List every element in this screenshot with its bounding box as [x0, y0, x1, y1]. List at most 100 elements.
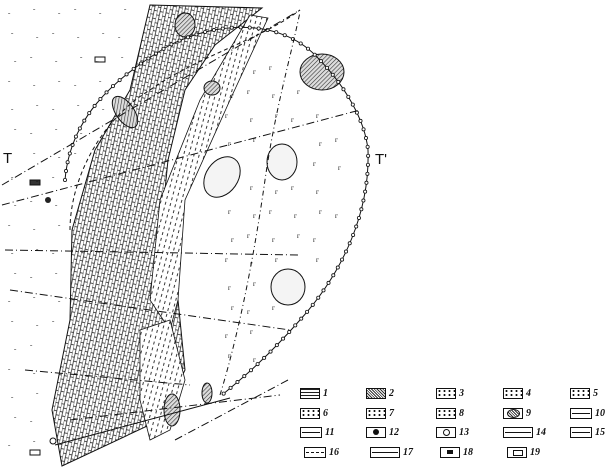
v-mark: ˇ — [33, 372, 36, 380]
v-mark: ˇ — [30, 344, 33, 352]
bead — [77, 126, 82, 131]
r-mark: ᴦ — [253, 136, 256, 144]
legend-number: 15 — [595, 427, 605, 438]
brick-hatch-icon — [300, 388, 320, 399]
r-mark: ᴦ — [225, 256, 228, 264]
bead — [67, 151, 72, 156]
v-mark: ˇ — [11, 108, 14, 116]
r-mark: ᴦ — [250, 116, 253, 124]
legend-item: 17 — [370, 447, 413, 458]
bead — [268, 349, 273, 354]
v-mark: ˇ — [14, 128, 17, 136]
sparse-dots-icon — [570, 388, 590, 399]
bead — [306, 46, 311, 51]
inner-boundary — [219, 11, 301, 396]
r-mark: ᴦ — [225, 332, 228, 340]
bead — [321, 288, 326, 293]
bead — [110, 84, 115, 89]
r-mark: ᴦ — [231, 92, 234, 100]
v-mark: ˇ — [55, 272, 58, 280]
bead — [363, 136, 368, 141]
v-mark: ˇ — [33, 228, 36, 236]
bead — [229, 25, 234, 30]
bead — [365, 162, 370, 167]
bead — [87, 111, 92, 116]
v-mark: ˇ — [36, 36, 39, 44]
v-mark: ˇ — [33, 8, 36, 16]
v-mark: ˇ — [55, 128, 58, 136]
bead — [312, 52, 317, 57]
bead — [358, 118, 363, 123]
bead — [146, 56, 151, 61]
bead — [274, 343, 279, 348]
legend-item: 11 — [300, 427, 334, 438]
v-mark: ˇ — [102, 108, 105, 116]
v-mark: ˇ — [14, 272, 17, 280]
r-mark: ᴦ — [272, 304, 275, 312]
v-mark: ˇ — [36, 324, 39, 332]
legend-number: 8 — [459, 408, 464, 419]
v-mark: ˇ — [52, 176, 55, 184]
profile-lines — [1, 9, 361, 441]
section-label-left: T — [3, 150, 13, 167]
v-mark: ˇ — [8, 368, 11, 376]
r-mark: ᴦ — [291, 116, 294, 124]
v-mark: ˇ — [30, 56, 33, 64]
r-mark: ᴦ — [253, 356, 256, 364]
ring-circle-icon — [436, 427, 456, 438]
bead — [169, 42, 174, 47]
r-mark: ᴦ — [231, 236, 234, 244]
hatched-body — [111, 95, 139, 129]
well-symbol — [29, 179, 41, 186]
diagonal-hatch-icon — [366, 388, 386, 399]
legend-number: 12 — [389, 427, 399, 438]
bead — [248, 368, 253, 373]
v-mark: ˇ — [52, 320, 55, 328]
bead — [363, 189, 368, 194]
bead — [255, 362, 260, 367]
legend-item: 9 — [503, 408, 531, 419]
bead — [220, 26, 225, 31]
v-mark: ˇ — [77, 36, 80, 44]
bead — [350, 102, 355, 107]
bead — [185, 35, 190, 40]
bead — [336, 79, 341, 84]
v-mark: ˇ — [121, 56, 124, 64]
dots-dashes-icon — [436, 388, 456, 399]
legend-item: 19 — [507, 447, 540, 458]
dots-dashes-icon — [503, 388, 523, 399]
v-mark: ˇ — [52, 108, 55, 116]
legend-item: 5 — [570, 388, 598, 399]
bead — [344, 249, 349, 254]
bead — [359, 207, 364, 212]
legend-item: 2 — [366, 388, 394, 399]
r-mark: ᴦ — [247, 308, 250, 316]
r-mark: ᴦ — [228, 208, 231, 216]
v-mark: ˇ — [30, 276, 33, 284]
r-mark: ᴦ — [228, 284, 231, 292]
v-mark: ˇ — [11, 252, 14, 260]
bead — [228, 385, 233, 390]
bead — [235, 380, 240, 385]
v-mark: ˇ — [33, 440, 36, 448]
v-mark: ˇ — [52, 252, 55, 260]
filled-box-icon — [440, 447, 460, 458]
legend-number: 7 — [389, 408, 394, 419]
dash-dot-line-icon — [300, 427, 322, 438]
v-mark: ˇ — [30, 420, 33, 428]
hatched-body — [299, 53, 345, 91]
v-mark: ˇ — [58, 12, 61, 20]
legend-item: 15 — [570, 427, 605, 438]
dashes-icon — [436, 408, 456, 419]
legend-number: 9 — [526, 408, 531, 419]
hatched-body — [266, 143, 298, 181]
bead — [365, 171, 370, 176]
r-mark: ᴦ — [247, 232, 250, 240]
hatched-body — [203, 80, 221, 96]
bead — [318, 59, 323, 64]
bead — [346, 94, 351, 99]
r-mark: ᴦ — [335, 136, 338, 144]
v-mark: ˇ — [11, 320, 14, 328]
r-mark: ᴦ — [338, 164, 341, 172]
